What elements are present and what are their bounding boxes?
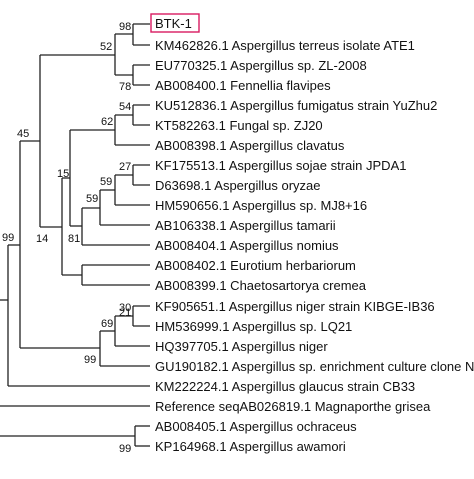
bootstrap-value: 81 [68, 233, 80, 245]
leaf-label: HM590656.1 Aspergillus sp. MJ8+16 [155, 198, 367, 213]
bootstrap-value: 99 [2, 232, 14, 244]
bootstrap-value: 52 [100, 41, 112, 53]
bootstrap-value: 45 [17, 128, 29, 140]
bootstrap-value: 98 [119, 21, 131, 33]
leaf-labels: BTK-1 KM462826.1 Aspergillus terreus iso… [150, 13, 474, 454]
highlight-box [150, 13, 200, 33]
leaf-label: Reference seqAB026819.1 Magnaporthe gris… [155, 399, 431, 414]
bootstrap-value: 27 [119, 161, 131, 173]
bootstrap-value: 15 [57, 168, 69, 180]
leaf-label: KF175513.1 Aspergillus sojae strain JPDA… [155, 158, 406, 173]
tree-branches [0, 23, 150, 447]
leaf-label: AB106338.1 Aspergillus tamarii [155, 218, 336, 233]
leaf-label: KP164968.1 Aspergillus awamori [155, 439, 346, 454]
leaf-label: AB008398.1 Aspergillus clavatus [155, 138, 345, 153]
leaf-label: BTK-1 [155, 16, 192, 31]
leaf-label: AB008405.1 Aspergillus ochraceus [155, 419, 357, 434]
leaf-label: AB008399.1 Chaetosartorya cremea [155, 278, 367, 293]
leaf-label: AB008402.1 Eurotium herbariorum [155, 258, 356, 273]
bootstrap-value: 78 [119, 81, 131, 93]
leaf-label: GU190182.1 Aspergillus sp. enrichment cu… [155, 359, 474, 374]
leaf-label: AB008400.1 Fennellia flavipes [155, 78, 331, 93]
bootstrap-value: 54 [119, 101, 131, 113]
leaf-label: KF905651.1 Aspergillus niger strain KIBG… [155, 299, 435, 314]
bootstrap-value: 69 [101, 318, 113, 330]
leaf-label: KM222224.1 Aspergillus glaucus strain CB… [155, 379, 415, 394]
bootstrap-value: 59 [100, 176, 112, 188]
leaf-label: KU512836.1 Aspergillus fumigatus strain … [155, 98, 437, 113]
leaf-label: HQ397705.1 Aspergillus niger [155, 339, 328, 354]
leaf-label: D63698.1 Aspergillus oryzae [155, 178, 321, 193]
bootstrap-value: 99 [84, 354, 96, 366]
leaf-label: HM536999.1 Aspergillus sp. LQ21 [155, 319, 352, 334]
bootstrap-value: 30 [119, 302, 131, 314]
bootstrap-value: 99 [119, 443, 131, 455]
leaf-label: AB008404.1 Aspergillus nomius [155, 238, 339, 253]
bootstrap-value: 21 [119, 307, 131, 319]
bootstrap-values: 98 52 78 54 62 45 15 27 59 59 81 14 21 3… [2, 21, 131, 455]
bootstrap-value: 62 [101, 116, 113, 128]
leaf-label: EU770325.1 Aspergillus sp. ZL-2008 [155, 58, 367, 73]
bootstrap-value: 14 [36, 233, 48, 245]
bootstrap-value: 59 [86, 193, 98, 205]
leaf-label: KM462826.1 Aspergillus terreus isolate A… [155, 38, 415, 53]
leaf-label: KT582263.1 Fungal sp. ZJ20 [155, 118, 323, 133]
